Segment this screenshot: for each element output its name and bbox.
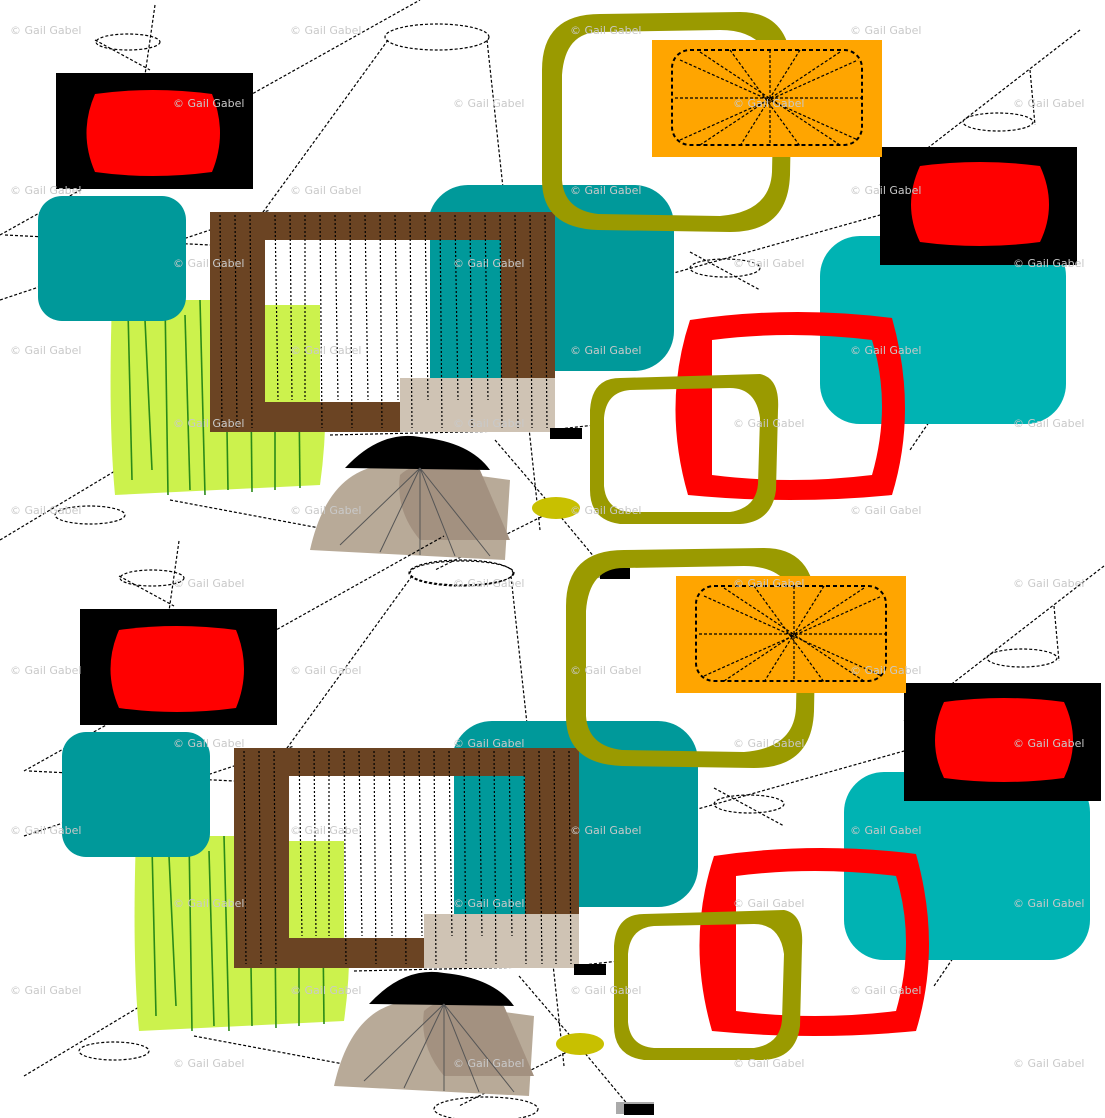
watermark-text: © Gail Gabel	[733, 737, 804, 750]
watermark-text: © Gail Gabel	[1013, 897, 1084, 910]
watermark-text: © Gail Gabel	[290, 664, 361, 677]
watermark-text: © Gail Gabel	[173, 897, 244, 910]
watermark-text: © Gail Gabel	[733, 897, 804, 910]
watermark-text: © Gail Gabel	[850, 24, 921, 37]
watermark-text: © Gail Gabel	[570, 824, 641, 837]
watermark-text: © Gail Gabel	[290, 984, 361, 997]
watermark-text: © Gail Gabel	[570, 184, 641, 197]
watermark-text: © Gail Gabel	[173, 257, 244, 270]
watermark-text: © Gail Gabel	[733, 577, 804, 590]
watermark-text: © Gail Gabel	[1013, 577, 1084, 590]
watermark-text: © Gail Gabel	[850, 344, 921, 357]
watermark-text: © Gail Gabel	[10, 664, 81, 677]
watermark-text: © Gail Gabel	[733, 97, 804, 110]
watermark-text: © Gail Gabel	[453, 417, 524, 430]
watermark-text: © Gail Gabel	[290, 24, 361, 37]
watermark-text: © Gail Gabel	[453, 1057, 524, 1070]
watermark-text: © Gail Gabel	[290, 344, 361, 357]
watermark-text: © Gail Gabel	[290, 824, 361, 837]
watermark-text: © Gail Gabel	[10, 984, 81, 997]
pattern-tile-1	[0, 0, 1081, 586]
watermark-text: © Gail Gabel	[453, 577, 524, 590]
watermark-text: © Gail Gabel	[850, 824, 921, 837]
watermark-text: © Gail Gabel	[850, 984, 921, 997]
watermark-text: © Gail Gabel	[1013, 257, 1084, 270]
watermark-text: © Gail Gabel	[173, 97, 244, 110]
watermark-text: © Gail Gabel	[733, 257, 804, 270]
watermark-text: © Gail Gabel	[10, 824, 81, 837]
watermark-text: © Gail Gabel	[850, 504, 921, 517]
watermark-text: © Gail Gabel	[290, 504, 361, 517]
watermark-text: © Gail Gabel	[290, 184, 361, 197]
watermark-text: © Gail Gabel	[453, 257, 524, 270]
watermark-text: © Gail Gabel	[570, 504, 641, 517]
watermark-text: © Gail Gabel	[1013, 97, 1084, 110]
watermark-text: © Gail Gabel	[1013, 737, 1084, 750]
watermark-text: © Gail Gabel	[1013, 1057, 1084, 1070]
watermark-text: © Gail Gabel	[173, 417, 244, 430]
watermark-text: © Gail Gabel	[10, 344, 81, 357]
watermark-text: © Gail Gabel	[570, 984, 641, 997]
watermark-layer: © Gail Gabel © Gail Gabel © Gail Gabel © Ga…	[10, 24, 1084, 1070]
watermark-text: © Gail Gabel	[733, 417, 804, 430]
watermark-text: © Gail Gabel	[453, 97, 524, 110]
watermark-text: © Gail Gabel	[10, 504, 81, 517]
watermark-text: © Gail Gabel	[570, 24, 641, 37]
pattern-tile-2	[23, 535, 1105, 1118]
watermark-text: © Gail Gabel	[173, 737, 244, 750]
watermark-text: © Gail Gabel	[850, 664, 921, 677]
watermark-text: © Gail Gabel	[733, 1057, 804, 1070]
watermark-text: © Gail Gabel	[570, 664, 641, 677]
watermark-text: © Gail Gabel	[10, 24, 81, 37]
watermark-text: © Gail Gabel	[453, 737, 524, 750]
watermark-text: © Gail Gabel	[1013, 417, 1084, 430]
watermark-text: © Gail Gabel	[173, 577, 244, 590]
watermark-text: © Gail Gabel	[453, 897, 524, 910]
watermark-text: © Gail Gabel	[570, 344, 641, 357]
watermark-text: © Gail Gabel	[10, 184, 81, 197]
watermark-text: © Gail Gabel	[173, 1057, 244, 1070]
watermark-text: © Gail Gabel	[850, 184, 921, 197]
